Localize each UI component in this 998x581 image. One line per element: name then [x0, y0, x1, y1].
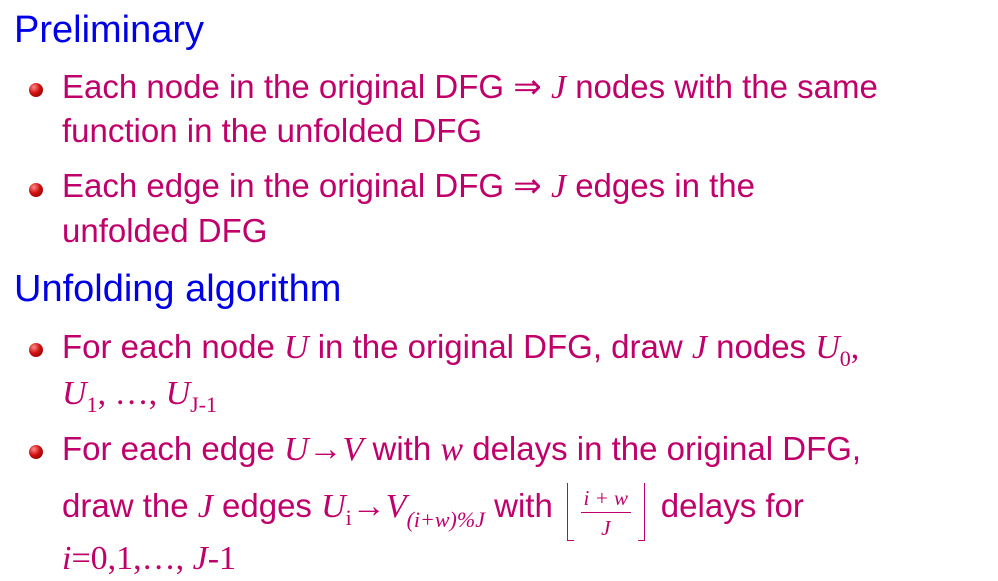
comma: , [850, 329, 860, 366]
var-v: V [342, 431, 364, 468]
var-u0: U [815, 329, 840, 366]
bullet-marker [29, 83, 43, 97]
var-j: J [197, 488, 213, 525]
ellipsis: , …, [97, 375, 166, 412]
text: edges in the [566, 167, 756, 204]
bullet-marker [29, 343, 43, 357]
var-uj: U [165, 375, 191, 412]
bullet-1-line-2: function in the unfolded DFG [62, 112, 483, 149]
bullet-3-line-1: For each node U in the original DFG, dra… [62, 327, 859, 379]
bullet-2-line-1: Each edge in the original DFG ⇒ J edges … [62, 166, 755, 207]
text: edges [212, 487, 322, 524]
text: =0,1,…, [71, 540, 193, 577]
bullet-1-line-1: Each node in the original DFG ⇒ J nodes … [62, 67, 878, 108]
subscript: (i+w)%J [406, 507, 485, 532]
implies-symbol: ⇒ [513, 168, 542, 205]
var-j: J [550, 69, 567, 106]
bullet-marker [29, 183, 43, 197]
text: For each edge [62, 430, 284, 467]
var-j: J [192, 540, 208, 577]
subscript: J-1 [190, 392, 218, 417]
text: draw the [62, 487, 198, 524]
fraction-numerator: i + w [583, 486, 629, 510]
bullet-4-line-1: For each edge U→V with w delays in the o… [62, 429, 861, 470]
text: delays for [660, 487, 804, 524]
text: Each node in the original DFG [62, 68, 514, 105]
var-j: J [691, 329, 707, 366]
text: -1 [207, 540, 237, 577]
var-w: w [440, 431, 464, 468]
text: Each edge in the original DFG [62, 167, 514, 204]
right-arrow-symbol: → [351, 488, 386, 525]
var-u: U [283, 329, 309, 366]
text: in the original DFG, draw [308, 328, 692, 365]
subscript: 1 [86, 392, 98, 417]
var-u: U [283, 431, 309, 468]
floor-right-bracket [637, 483, 645, 541]
bullet-4-line-3: i=0,1,…, J-1 [62, 538, 236, 579]
bullet-3-line-2: U1, …, UJ-1 [62, 373, 217, 425]
heading-unfolding-algorithm: Unfolding algorithm [14, 268, 342, 310]
subscript: 0 [839, 346, 851, 371]
bullet-2-line-2: unfolded DFG [62, 212, 268, 249]
heading-preliminary: Preliminary [14, 9, 205, 51]
text: with [363, 430, 441, 467]
floor-left-bracket [566, 483, 574, 541]
fraction-denominator: J [601, 516, 611, 540]
bullet-marker [29, 445, 43, 459]
var-i: i [62, 540, 72, 577]
var-j: J [550, 168, 567, 205]
text: For each node [62, 328, 284, 365]
text: with [484, 487, 553, 524]
implies-symbol: ⇒ [513, 69, 542, 106]
text: nodes with the same [566, 68, 878, 105]
text: delays in the original DFG, [463, 430, 862, 467]
floor-fraction: i + w J [566, 481, 645, 543]
var-v: V [385, 488, 407, 525]
var-u1: U [62, 375, 87, 412]
text: nodes [706, 328, 816, 365]
right-arrow-symbol: → [308, 431, 343, 468]
fraction-bar [580, 512, 631, 513]
subscript: i [345, 505, 352, 530]
var-ui: U [321, 488, 346, 525]
